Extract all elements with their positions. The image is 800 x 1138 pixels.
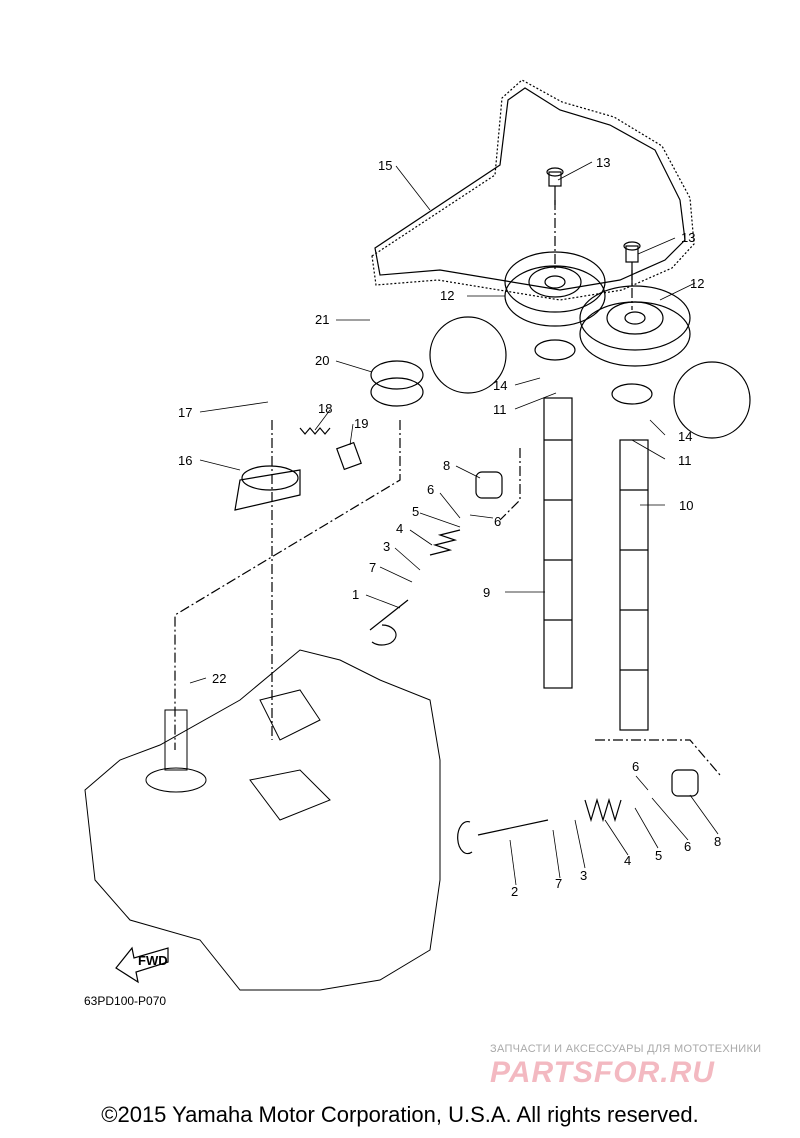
callout-21: 21 bbox=[315, 312, 329, 327]
callout-2: 2 bbox=[511, 884, 518, 899]
callout-9: 9 bbox=[483, 585, 490, 600]
rod-19 bbox=[336, 441, 362, 471]
watermark-tagline: ЗАПЧАСТИ И АКСЕССУАРЫ ДЛЯ МОТОТЕХНИКИ bbox=[490, 1043, 762, 1055]
callout-6: 6 bbox=[494, 514, 501, 529]
valve-1 bbox=[369, 599, 409, 646]
bolt-13-upper bbox=[546, 167, 564, 205]
callout-6: 6 bbox=[684, 839, 691, 854]
seal-detail-right bbox=[673, 361, 751, 439]
callout-3: 3 bbox=[383, 539, 390, 554]
callout-12: 12 bbox=[440, 288, 454, 303]
callout-16: 16 bbox=[178, 453, 192, 468]
callout-22: 22 bbox=[212, 671, 226, 686]
callout-20: 20 bbox=[315, 353, 329, 368]
oil-seal-right bbox=[611, 383, 653, 405]
callout-3: 3 bbox=[580, 868, 587, 883]
callout-19: 19 bbox=[354, 416, 368, 431]
callout-11: 11 bbox=[678, 453, 692, 468]
fwd-label: FWD bbox=[138, 953, 168, 968]
callout-7: 7 bbox=[369, 560, 376, 575]
seal-detail-left bbox=[429, 316, 507, 394]
cam-sprocket-upper bbox=[504, 251, 606, 327]
leader-lines bbox=[189, 161, 719, 886]
callout-4: 4 bbox=[624, 853, 631, 868]
spring-4-left bbox=[429, 529, 461, 556]
cam-sprocket-lower bbox=[579, 285, 691, 367]
callout-14: 14 bbox=[678, 429, 692, 444]
lifter-8-left bbox=[475, 471, 503, 499]
oil-seal-left bbox=[534, 339, 576, 361]
callout-6: 6 bbox=[632, 759, 639, 774]
callout-12: 12 bbox=[690, 276, 704, 291]
copyright-notice: ©2015 Yamaha Motor Corporation, U.S.A. A… bbox=[101, 1102, 699, 1127]
spring-4-right bbox=[584, 797, 622, 823]
valve-2 bbox=[457, 819, 549, 855]
callout-4: 4 bbox=[396, 521, 403, 536]
spring-18 bbox=[299, 427, 331, 435]
diagram-code: 63PD100-P070 bbox=[84, 994, 167, 1008]
guide-lines bbox=[174, 200, 721, 776]
callout-labels: 1 2 3 3 4 4 5 5 6 6 6 6 7 7 8 8 9 10 11 … bbox=[178, 155, 721, 899]
callout-11: 11 bbox=[493, 402, 507, 417]
callout-8: 8 bbox=[714, 834, 721, 849]
camshaft-10 bbox=[619, 439, 649, 731]
callout-1: 1 bbox=[352, 587, 359, 602]
lifter-8-right bbox=[671, 769, 699, 797]
callout-14: 14 bbox=[493, 378, 507, 393]
pulley-20 bbox=[370, 360, 424, 407]
callout-18: 18 bbox=[318, 401, 332, 416]
callout-8: 8 bbox=[443, 458, 450, 473]
cylinder-head bbox=[84, 649, 441, 991]
callout-13: 13 bbox=[596, 155, 610, 170]
timing-belt bbox=[371, 79, 695, 301]
callout-13: 13 bbox=[681, 230, 695, 245]
camshaft-9 bbox=[543, 397, 573, 689]
callout-5: 5 bbox=[412, 504, 419, 519]
watermark-logo: PARTSFOR.RU bbox=[490, 1056, 715, 1089]
callout-6: 6 bbox=[427, 482, 434, 497]
callout-10: 10 bbox=[679, 498, 693, 513]
fwd-arrow-icon: FWD bbox=[115, 946, 169, 984]
tensioner-16 bbox=[234, 465, 301, 511]
callout-7: 7 bbox=[555, 876, 562, 891]
callout-17: 17 bbox=[178, 405, 192, 420]
callout-5: 5 bbox=[655, 848, 662, 863]
callout-15: 15 bbox=[378, 158, 392, 173]
